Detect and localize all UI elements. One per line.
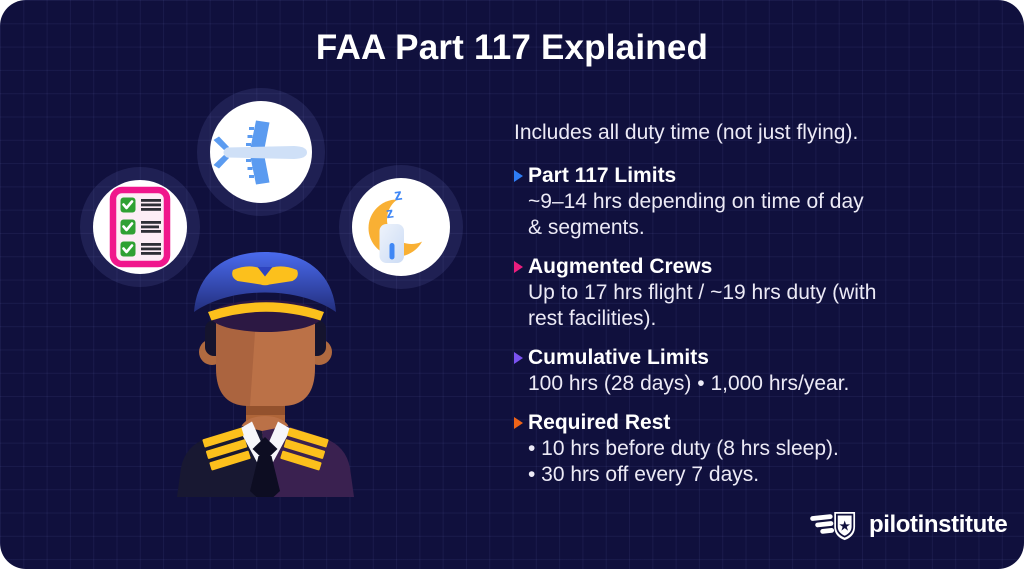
logo-star: ★ <box>838 519 850 535</box>
bullet-arrow-icon <box>514 170 523 182</box>
section-line: • 10 hrs before duty (8 hrs sleep). <box>528 437 839 460</box>
sleep-z-small: z <box>385 204 395 222</box>
pilot-tie-knot <box>252 437 278 461</box>
section-line: & segments. <box>528 216 645 239</box>
page-title: FAA Part 117 Explained <box>315 28 709 67</box>
sleep-z-large: z <box>393 187 403 205</box>
section-line: ~9–14 hrs depending on time of day <box>528 190 864 213</box>
section-part-117-limits: Part 117 Limits ~9–14 hrs depending on t… <box>514 163 1019 241</box>
brand-logo: ★ pilotinstitute <box>810 506 1008 544</box>
pilot-illustration: z z <box>80 88 463 497</box>
pilot-epaulet-left <box>202 427 251 471</box>
section-line: rest facilities). <box>528 307 657 330</box>
bullet-arrow-icon <box>514 261 523 273</box>
section-heading: Required Rest <box>528 411 671 434</box>
section-heading: Augmented Crews <box>528 255 713 278</box>
pilot-tie <box>250 456 280 497</box>
section-line: 100 hrs (28 days) • 1,000 hrs/year. <box>528 372 850 395</box>
pilot-collar <box>239 421 291 477</box>
winged-shield-star-icon: ★ <box>810 512 856 541</box>
section-augmented-crews: Augmented Crews Up to 17 hrs flight / ~1… <box>514 254 1019 332</box>
section-line: • 30 hrs off every 7 days. <box>528 463 760 486</box>
pilot-epaulet-right <box>280 427 329 471</box>
section-cumulative-limits: Cumulative Limits 100 hrs (28 days) • 1,… <box>514 345 1019 397</box>
sleep-moon-icon: z z <box>368 187 436 263</box>
pilot-hat-band <box>208 302 324 321</box>
bullet-arrow-icon <box>514 352 523 364</box>
section-line: Up to 17 hrs flight / ~19 hrs duty (with <box>528 281 877 304</box>
section-heading: Part 117 Limits <box>528 164 677 187</box>
pilot-hat-emblem-notch <box>257 267 273 277</box>
brand-logo-text: pilotinstitute <box>869 511 1008 538</box>
info-column: Includes all duty time (not just flying)… <box>514 120 1019 501</box>
checklist-icon <box>109 186 171 268</box>
pilot-face-shading <box>216 318 256 406</box>
pilot-avatar <box>177 252 354 497</box>
bullet-arrow-icon <box>514 417 523 429</box>
pilot-chin-shadow <box>246 406 285 415</box>
intro-text: Includes all duty time (not just flying)… <box>514 121 859 144</box>
airplane-icon <box>213 120 307 185</box>
section-heading: Cumulative Limits <box>528 346 709 369</box>
pilot-face <box>216 318 315 406</box>
section-required-rest: Required Rest • 10 hrs before duty (8 hr… <box>514 410 1019 488</box>
